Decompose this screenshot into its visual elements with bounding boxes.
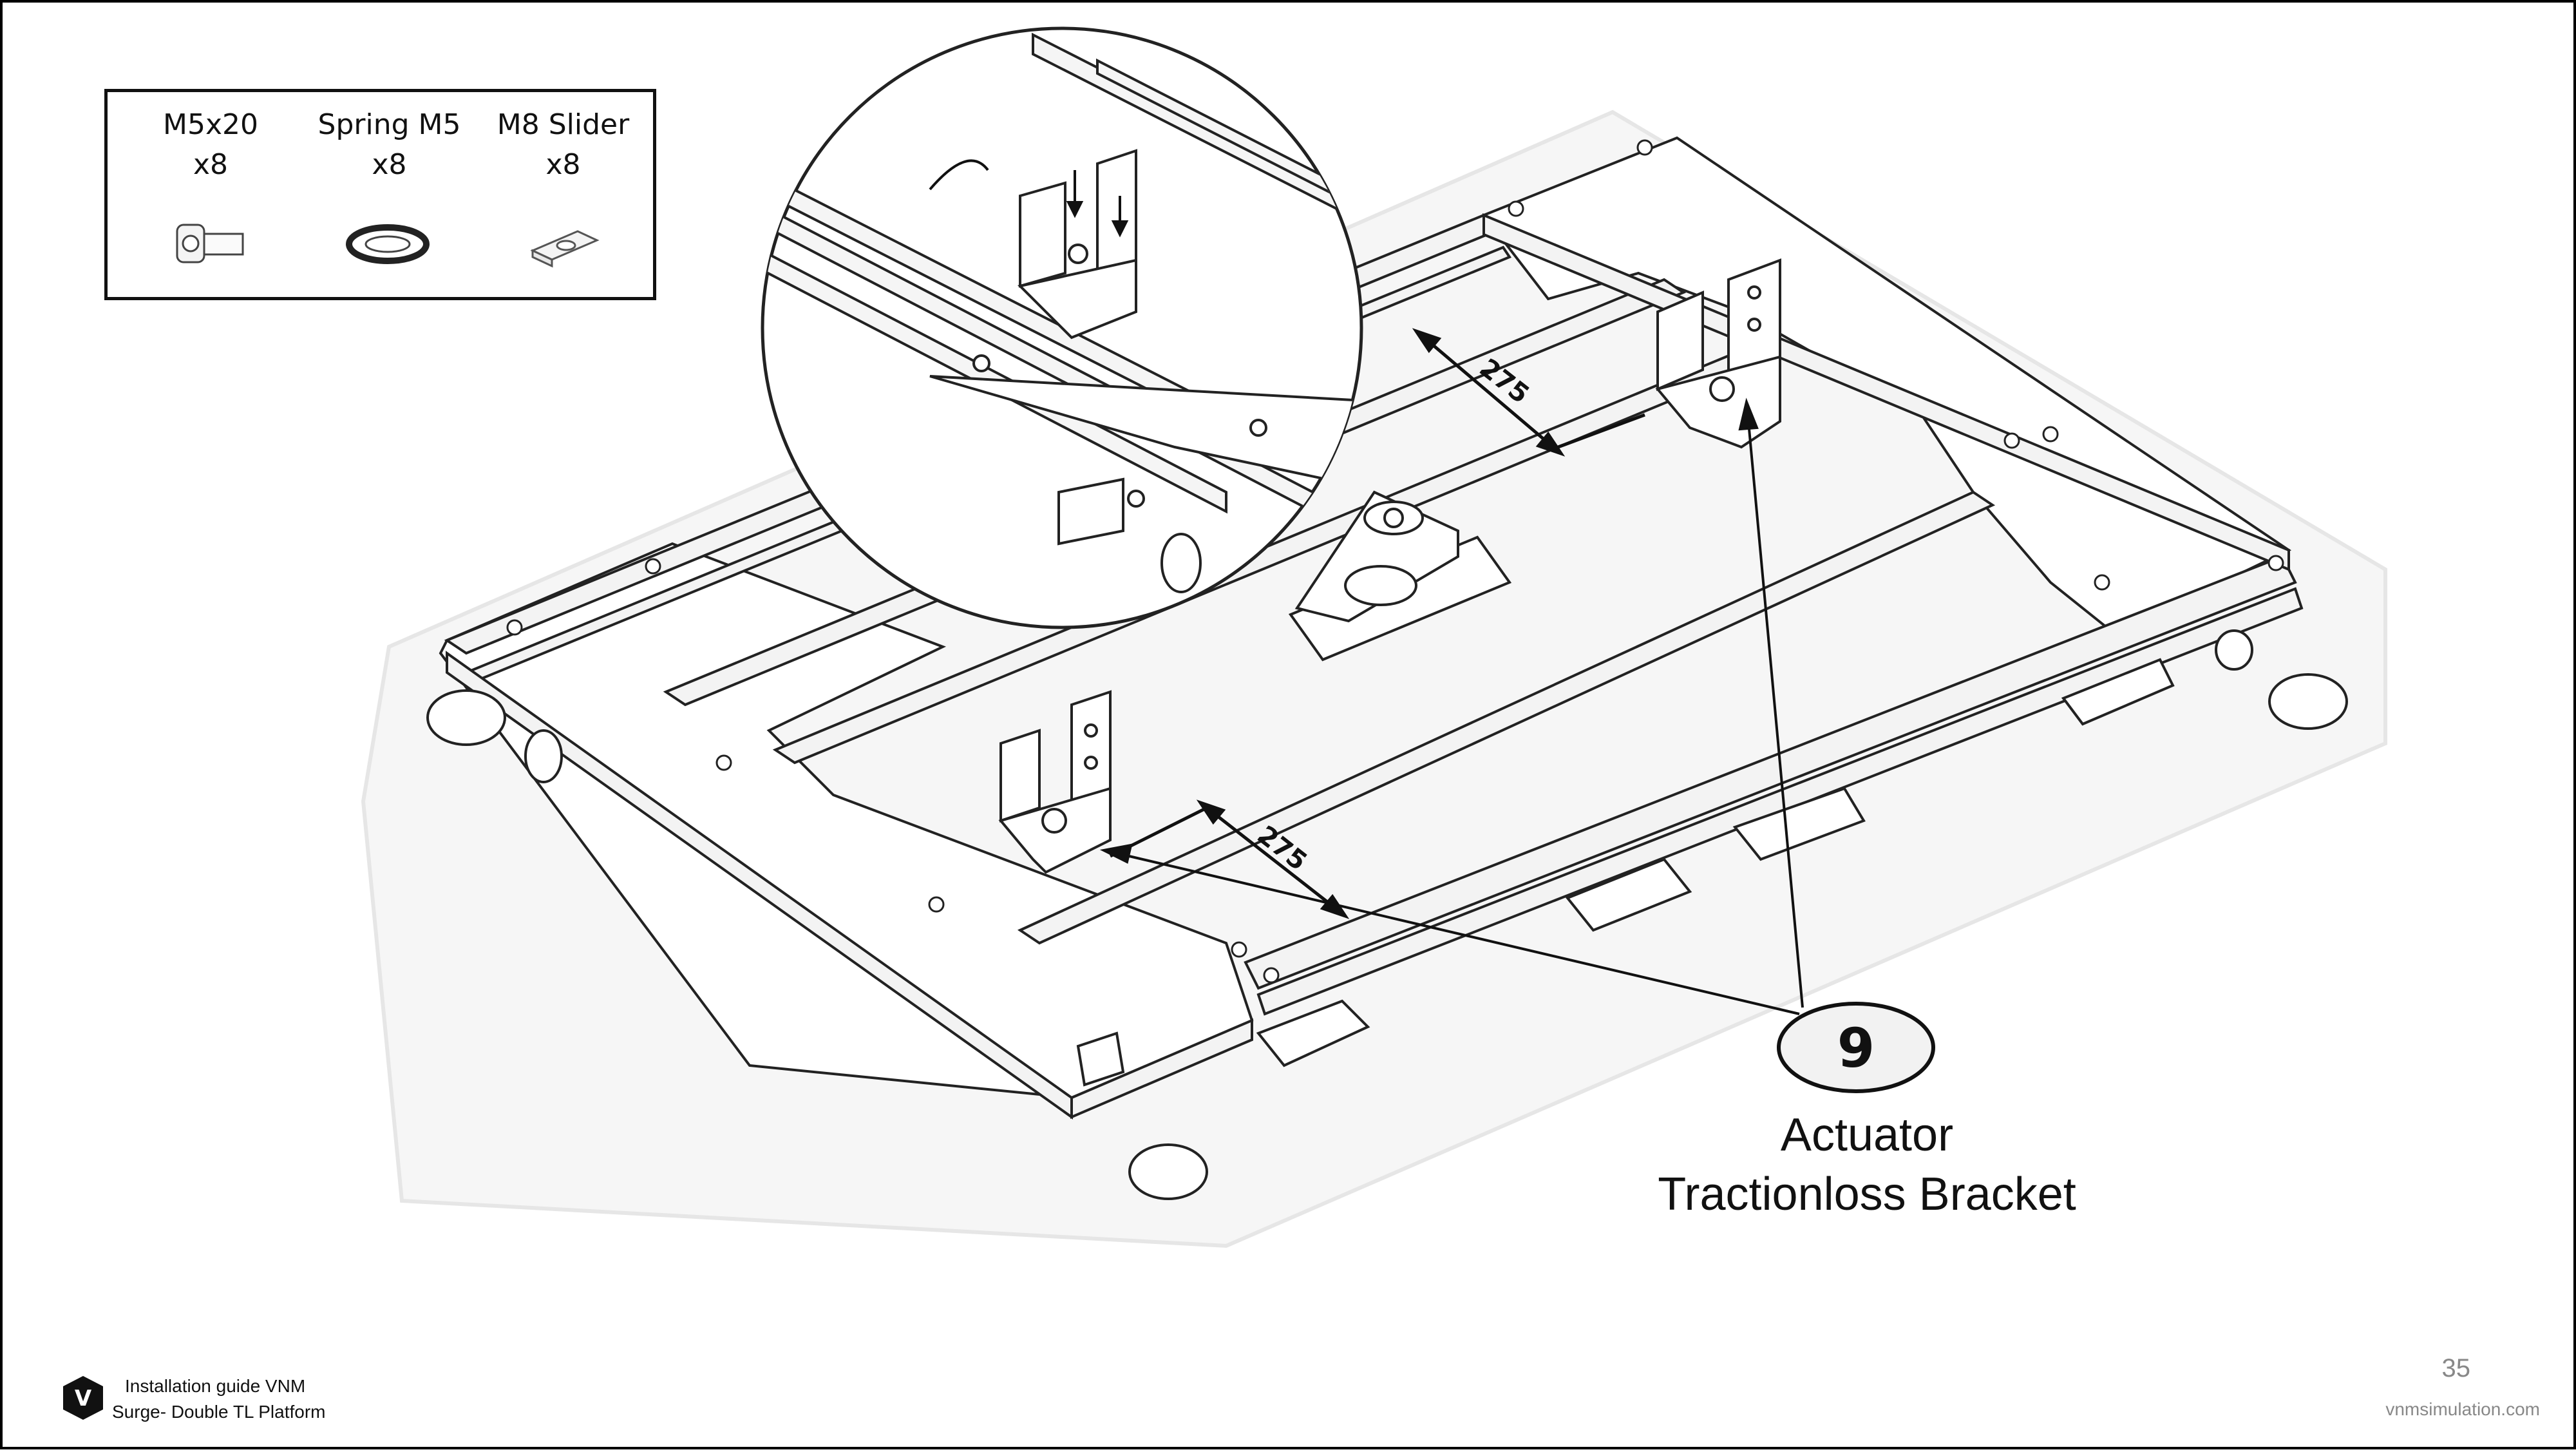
parts-list: M5x20 x8 Spring M5 x8 M8 Slider x8 xyxy=(104,89,656,300)
callout-label: Actuator Tractionloss Bracket xyxy=(1613,1105,2121,1224)
callout-label-line2: Tractionloss Bracket xyxy=(1658,1169,2076,1220)
callout-leaders xyxy=(1099,397,1804,1015)
part-m8-slider: M8 Slider x8 xyxy=(491,105,636,185)
zoom-detail xyxy=(761,26,1363,629)
callout-label-line1: Actuator xyxy=(1780,1109,1954,1161)
part-name: M5x20 xyxy=(163,108,258,141)
logo-letter: V xyxy=(75,1386,92,1411)
footer-line1: Installation guide VNM xyxy=(125,1376,306,1396)
footer-line2: Surge- Double TL Platform xyxy=(112,1402,326,1422)
website-link[interactable]: vnmsimulation.com xyxy=(2385,1399,2540,1419)
callout-bubble xyxy=(1777,1002,1935,1093)
part-qty: x8 xyxy=(372,148,407,181)
center-carriage xyxy=(1288,490,1512,662)
platform-assembly-drawing xyxy=(361,26,2387,1248)
underside-brackets xyxy=(1076,658,2175,1087)
page-number: 35 xyxy=(2441,1354,2471,1382)
part-spring-m5: Spring M5 x8 xyxy=(314,105,465,185)
part-name: Spring M5 xyxy=(317,108,461,141)
slider-nut-icon xyxy=(530,230,600,268)
bolt-icon xyxy=(176,224,244,263)
vnm-logo-icon: V xyxy=(63,1376,103,1420)
plate-bolts xyxy=(506,139,2284,984)
footer-title: Installation guide VNM Surge- Double TL … xyxy=(112,1373,326,1425)
part-name: M8 Slider xyxy=(497,108,630,141)
part-qty: x8 xyxy=(193,148,229,181)
part-m5x20: M5x20 x8 xyxy=(140,105,281,185)
leveling-feet xyxy=(426,629,2348,1200)
part-qty: x8 xyxy=(545,148,581,181)
callout-number: 9 xyxy=(1837,1016,1875,1080)
spring-washer-icon xyxy=(346,224,430,264)
tractionloss-brackets xyxy=(998,258,1781,874)
